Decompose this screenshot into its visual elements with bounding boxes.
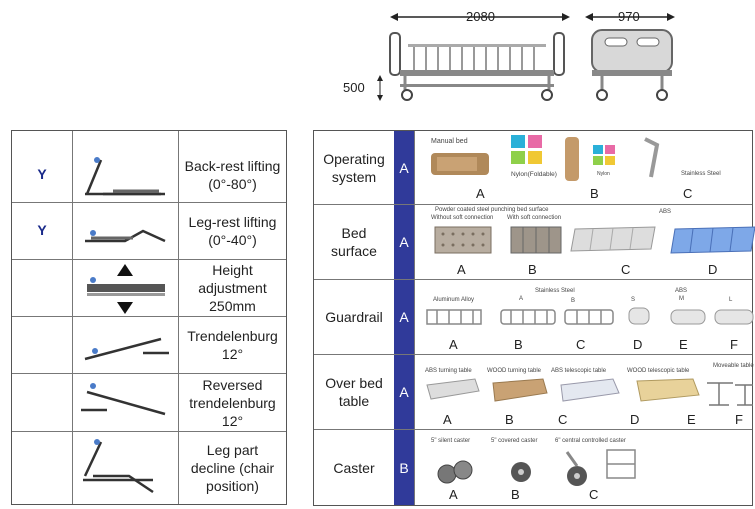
leg-rest-icon [73,203,178,259]
width-value: 970 [618,9,640,24]
option-images: Manual bed Nylon(Foldable) Nylon Stainle… [414,131,752,204]
nylon-swatch [593,145,615,165]
dimension-drawing: 2080 970 500 [330,0,750,110]
option-label: Guardrail [325,309,383,325]
selected-letter: A [394,355,414,429]
reversed-trendelenburg-icon [73,374,178,431]
option-label: Caster [333,459,375,476]
column-divider [178,131,179,504]
function-label: Leg-rest lifting(0°-40°) [188,214,277,248]
function-row-leg-rest: Y Leg-rest lifting(0°-40°) [12,203,286,260]
manual-bed-crank-image [431,153,489,175]
back-rest-icon [73,148,178,202]
option-images: Aluminum Alloy Stainless Steel A B ABS S… [414,280,754,354]
height-value: 500 [343,80,365,95]
selected-letter: A [394,131,414,204]
option-images: 5" silent caster 5" covered caster 6" ce… [414,430,752,505]
supported-mark: Y [37,222,47,238]
nylon-foldable-swatch [511,135,542,164]
functions-table: Y Back-rest lifting(0°-80°) Y Leg-rest l… [11,130,287,505]
function-row-back-rest: Y Back-rest lifting(0°-80°) [12,148,286,203]
trendelenburg-icon [73,317,178,373]
option-images: Powder coated steel punching bed surface… [414,205,755,279]
option-row-caster: Caster B 5" silent caster 5" covered cas… [314,430,752,505]
abs-surface-grey-image [570,226,656,252]
column-divider [72,131,73,504]
selected-letter: A [394,205,414,279]
selected-letter: A [394,280,414,354]
foldable-crank-image [565,137,579,181]
over-bed-table-images [426,378,753,406]
stainless-steel-crank-image [644,137,660,178]
height-adjust-icon [73,260,178,316]
length-value: 2080 [466,9,495,24]
abs-surface-blue-image [670,226,755,254]
option-row-guardrail: Guardrail A Aluminum Alloy Stainless Ste… [314,280,754,355]
bed-dimension-diagram [377,13,675,101]
steel-surface-image [434,226,492,254]
supported-mark: Y [37,166,47,182]
function-label: Back-rest lifting(0°-80°) [184,158,281,192]
caster-images [437,449,636,486]
leg-decline-icon [73,432,178,504]
option-images: ABS turning table WOOD turning table ABS… [414,355,754,429]
steel-surface-soft-image [510,226,562,254]
guardrail-images [426,307,754,325]
selected-letter: B [394,430,414,505]
